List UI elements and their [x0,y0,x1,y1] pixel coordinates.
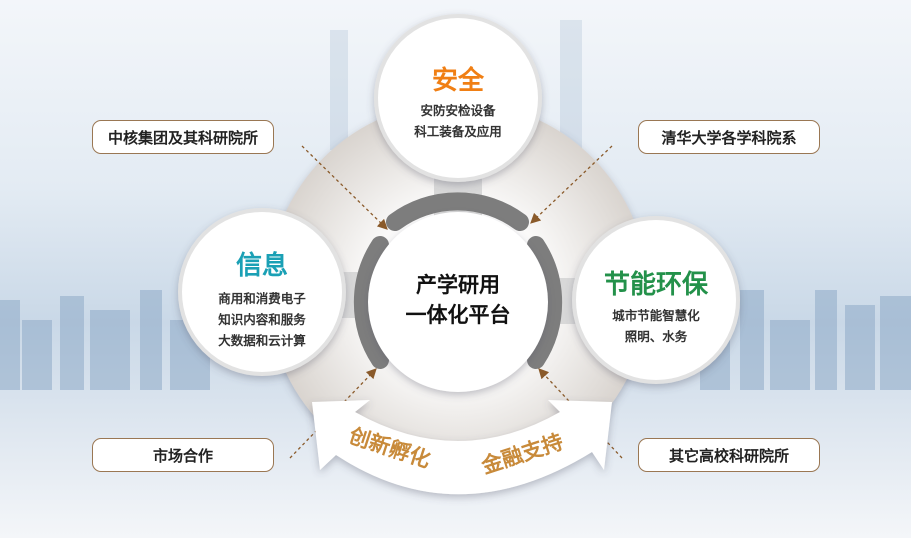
node-title-eco: 节能环保 [603,270,708,300]
node-desc-safety: 安防安检设备科工装备及应用 [378,100,538,142]
partner-cnnc: 中核集团及其科研院所 [92,120,274,154]
desc-line: 城市节能智慧化 [612,308,700,323]
desc-line: 安防安检设备 [420,103,496,118]
node-desc-info: 商用和消费电子知识内容和服务大数据和云计算 [182,288,342,351]
node-title-info: 信息 [235,251,288,281]
center-line: 一体化平台 [405,303,511,327]
desc-line: 商用和消费电子 [218,291,306,306]
desc-line: 大数据和云计算 [218,333,306,348]
desc-line: 知识内容和服务 [218,312,306,327]
node-circle-safety [374,14,542,182]
center-label: 产学研用一体化平台 [378,270,538,330]
center-circle [368,212,548,392]
desc-line: 照明、水务 [624,329,688,344]
center-line: 产学研用 [416,273,500,297]
node-desc-eco: 城市节能智慧化照明、水务 [576,305,736,347]
partner-tsinghua: 清华大学各学科院系 [638,120,820,154]
partner-market: 市场合作 [92,438,274,472]
node-title-safety: 安全 [431,66,484,96]
partner-other-universities: 其它高校科研院所 [638,438,820,472]
node-circle-info [178,208,346,376]
curved-arrow-band [312,400,612,495]
node-circle-eco [572,216,740,384]
connector-arcs [353,192,563,369]
desc-line: 科工装备及应用 [414,124,502,139]
